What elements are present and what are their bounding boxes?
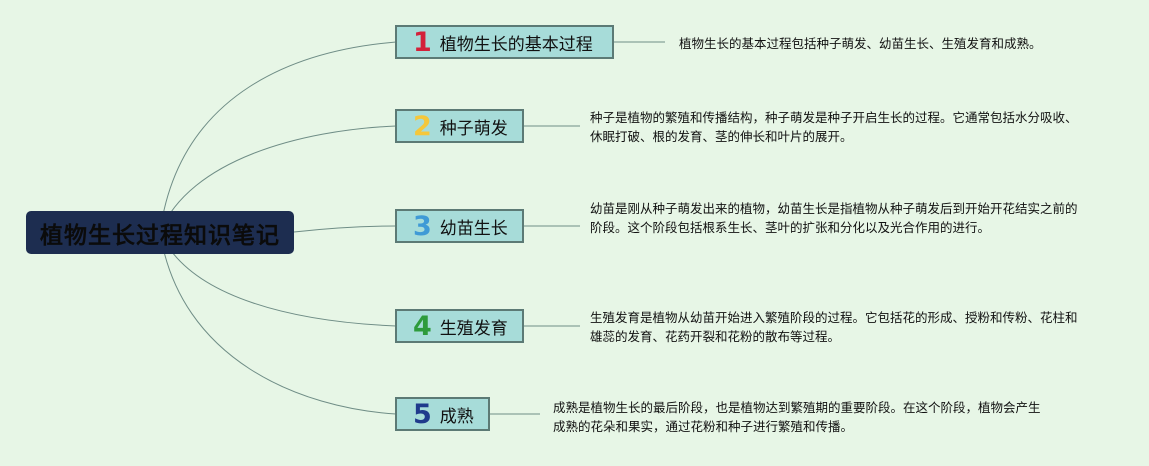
branch-2-note: 种子是植物的繁殖和传播结构，种子萌发是种子开启生长的过程。它通常包括水分吸收、休… — [590, 110, 1078, 144]
branch-3-note: 幼苗是刚从种子萌发出来的植物，幼苗生长是指植物从种子萌发后到开始开花结实之前的阶… — [590, 201, 1078, 235]
branch-5-number: 5 — [413, 398, 432, 430]
branch-3-label: 幼苗生长 — [439, 218, 508, 239]
branch-2-label: 种子萌发 — [439, 118, 508, 139]
branch-5-note: 成熟是植物生长的最后阶段，也是植物达到繁殖期的重要阶段。在这个阶段，植物会产生成… — [553, 400, 1041, 434]
branch-1-note: 植物生长的基本过程包括种子萌发、幼苗生长、生殖发育和成熟。 — [679, 36, 1042, 51]
connector-root-branch-5 — [159, 231, 397, 415]
branch-4-label: 生殖发育 — [439, 318, 508, 339]
branch-1-number: 1 — [413, 26, 432, 58]
branch-4-node[interactable]: 4 生殖发育 — [395, 309, 524, 343]
branch-5-node[interactable]: 5 成熟 — [395, 397, 490, 431]
branch-2-number: 2 — [413, 110, 432, 142]
branch-1-node[interactable]: 1 植物生长的基本过程 — [395, 25, 614, 59]
root-topic[interactable]: 植物生长过程知识笔记 — [26, 211, 294, 254]
connector-root-branch-1 — [159, 41, 397, 233]
branch-4-number: 4 — [413, 310, 432, 342]
branch-5-label: 成熟 — [439, 406, 474, 427]
branch-2-node[interactable]: 2 种子萌发 — [395, 109, 524, 143]
branch-3-node[interactable]: 3 幼苗生长 — [395, 209, 524, 243]
root-title: 植物生长过程知识笔记 — [40, 222, 280, 249]
branch-3-number: 3 — [413, 210, 432, 242]
branch-4-note: 生殖发育是植物从幼苗开始进入繁殖阶段的过程。它包括花的形成、授粉和传粉、花柱和雄… — [590, 310, 1078, 344]
connector-root-branch-3 — [293, 225, 397, 233]
branch-1-label: 植物生长的基本过程 — [439, 34, 593, 55]
connector-root-branch-2 — [159, 125, 397, 233]
connector-root-branch-4 — [159, 231, 397, 327]
